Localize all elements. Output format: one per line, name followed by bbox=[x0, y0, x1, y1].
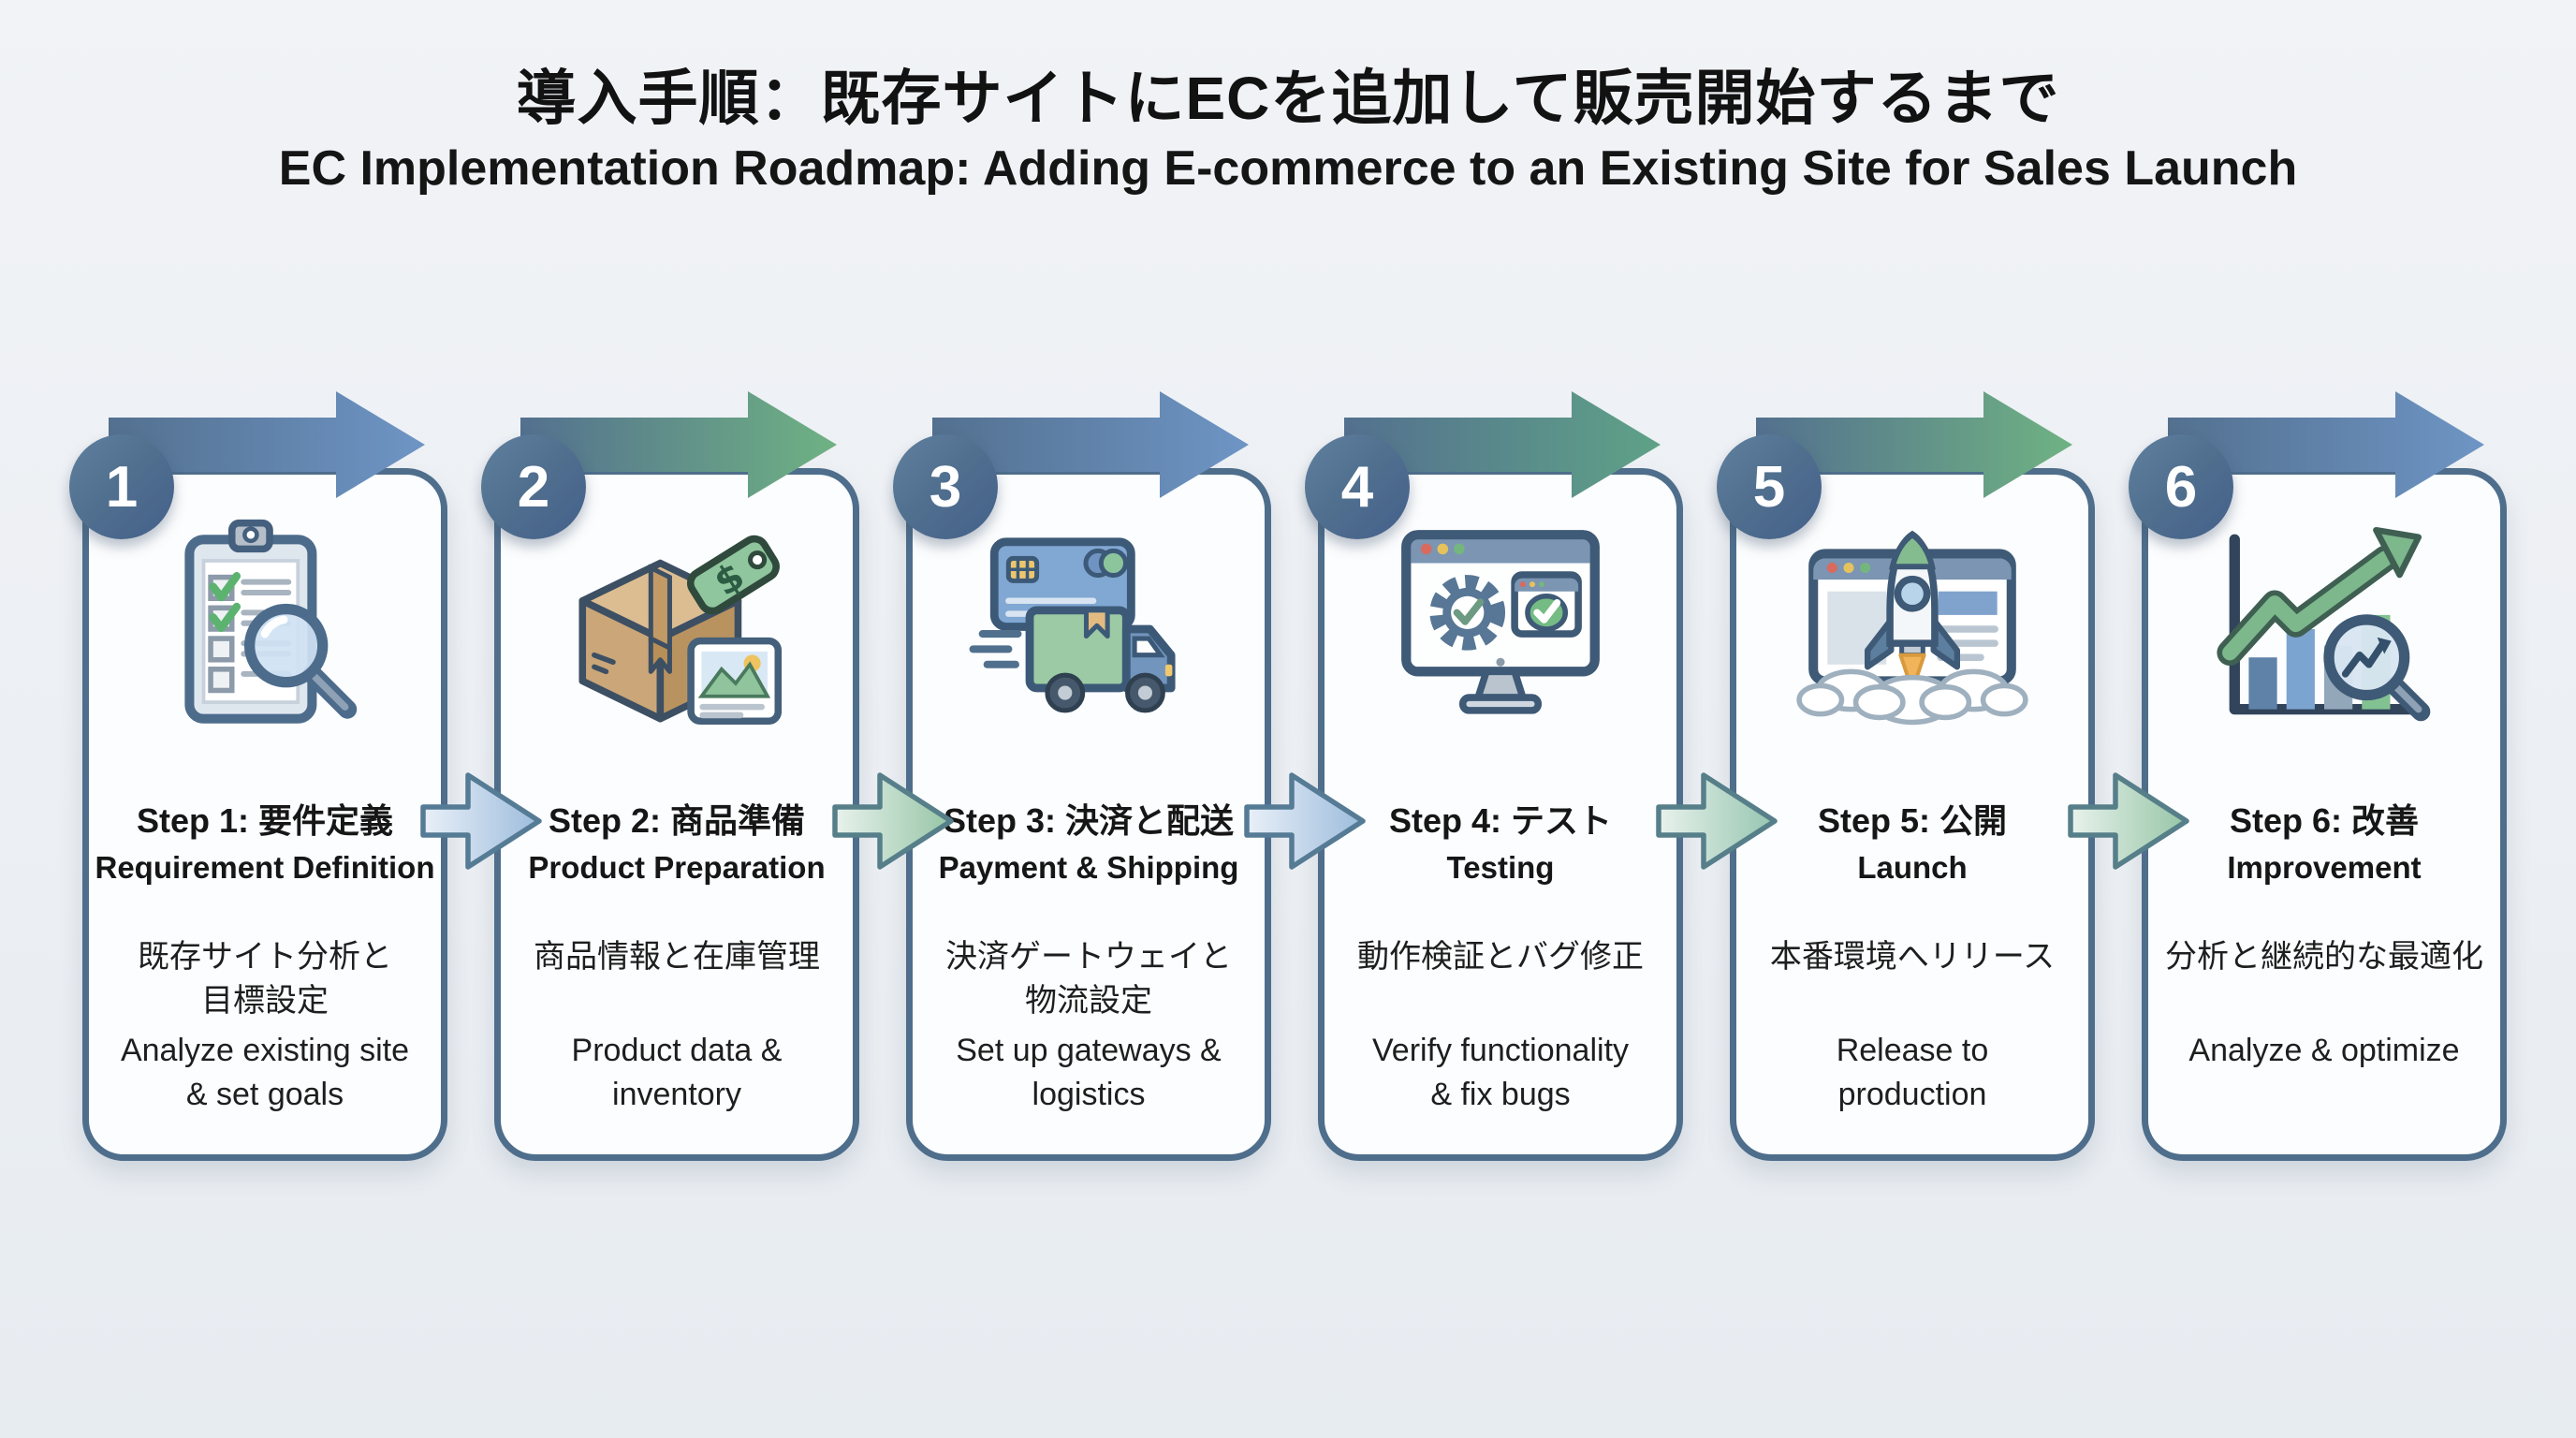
rocket-launch-browser-icon bbox=[1796, 530, 2028, 726]
step2-title-jp: Step 2: 商品準備 bbox=[548, 801, 806, 840]
step2-number-badge: 2 bbox=[481, 434, 586, 539]
step3-body-jp: 決済ゲートウェイと 物流設定 bbox=[945, 939, 1232, 1019]
step6-title-jp: Step 6: 改善 bbox=[2229, 801, 2420, 840]
step1-top-arrow-icon bbox=[109, 391, 425, 498]
step3-number-badge: 3 bbox=[893, 434, 998, 539]
step5-top-arrow-icon bbox=[1756, 391, 2072, 498]
page-title-jp: 導入手順：既存サイトにECを追加して販売開始するまで bbox=[516, 65, 2060, 132]
step4-top-arrow-icon bbox=[1344, 391, 1661, 498]
step6-top-arrow-icon bbox=[2168, 391, 2484, 498]
step2-icon-wrap: $ bbox=[501, 506, 853, 752]
page-title-en: EC Implementation Roadmap: Adding E-comm… bbox=[278, 141, 2298, 196]
step6-title-en: Improvement bbox=[2227, 850, 2422, 885]
step-card-1: Step 1: 要件定義 Requirement Definition 既存サイ… bbox=[82, 468, 447, 1161]
step3-top-arrow-icon bbox=[932, 391, 1249, 498]
step6-body-en: Analyze & optimize bbox=[2188, 1033, 2460, 1068]
connector-1-2-arrow-icon bbox=[420, 772, 542, 870]
step4-title-jp: Step 4: テスト bbox=[1388, 801, 1613, 840]
step4-title-en: Testing bbox=[1446, 850, 1555, 885]
step3-icon-wrap bbox=[913, 506, 1265, 752]
step1-body-jp: 既存サイト分析と 目標設定 bbox=[138, 939, 392, 1019]
step4-body-jp: 動作検証とバグ修正 bbox=[1357, 939, 1644, 975]
step3-body-en: Set up gateways & logistics bbox=[956, 1033, 1222, 1112]
step5-body-en: Release to production bbox=[1836, 1033, 1989, 1112]
step1-title-jp: Step 1: 要件定義 bbox=[136, 801, 394, 840]
step3-title-en: Payment & Shipping bbox=[938, 850, 1239, 885]
step-card-6: Step 6: 改善 Improvement 分析と継続的な最適化 Analyz… bbox=[2142, 468, 2507, 1161]
step3-title-jp: Step 3: 決済と配送 bbox=[943, 801, 1235, 840]
connector-3-4-arrow-icon bbox=[1244, 772, 1366, 870]
step-card-4: Step 4: テスト Testing 動作検証とバグ修正 Verify fun… bbox=[1318, 468, 1683, 1161]
growth-chart-magnifier-icon bbox=[2217, 526, 2431, 722]
step6-number-badge: 6 bbox=[2129, 434, 2233, 539]
step5-body-jp: 本番環境へリリース bbox=[1769, 939, 2056, 975]
step5-title-jp: Step 5: 公開 bbox=[1817, 801, 2008, 840]
step1-title-en: Requirement Definition bbox=[95, 850, 435, 885]
step2-top-arrow-icon bbox=[520, 391, 837, 498]
step2-body-jp: 商品情報と在庫管理 bbox=[534, 939, 820, 975]
step-card-2: $ Step 2: 商品準備 Product Preparation 商品情報と… bbox=[494, 468, 859, 1161]
step6-icon-wrap bbox=[2148, 506, 2500, 752]
step2-title-en: Product Preparation bbox=[528, 850, 826, 885]
step4-body-en: Verify functionality & fix bugs bbox=[1371, 1033, 1630, 1112]
step5-number-badge: 5 bbox=[1717, 434, 1822, 539]
clipboard-checklist-magnifier-icon bbox=[184, 519, 358, 724]
step6-body-jp: 分析と継続的な最適化 bbox=[2165, 939, 2483, 975]
step1-body-en: Analyze existing site & set goals bbox=[120, 1033, 410, 1112]
step1-icon-wrap bbox=[89, 506, 441, 752]
credit-card-delivery-truck-icon bbox=[969, 537, 1176, 713]
connector-2-3-arrow-icon bbox=[832, 772, 954, 870]
step-card-5: Step 5: 公開 Launch 本番環境へリリース Release to p… bbox=[1730, 468, 2095, 1161]
step1-number-badge: 1 bbox=[69, 434, 174, 539]
step5-title-en: Launch bbox=[1857, 850, 1968, 885]
step-card-3: Step 3: 決済と配送 Payment & Shipping 決済ゲートウェ… bbox=[906, 468, 1271, 1161]
step4-number-badge: 4 bbox=[1305, 434, 1410, 539]
step4-icon-wrap bbox=[1325, 506, 1676, 752]
connector-5-6-arrow-icon bbox=[2068, 772, 2189, 870]
package-price-tag-photo-icon: $ bbox=[578, 535, 783, 726]
step2-body-en: Product data & inventory bbox=[571, 1033, 783, 1112]
monitor-gear-check-icon bbox=[1401, 530, 1600, 714]
connector-4-5-arrow-icon bbox=[1656, 772, 1778, 870]
step5-icon-wrap bbox=[1736, 506, 2088, 752]
